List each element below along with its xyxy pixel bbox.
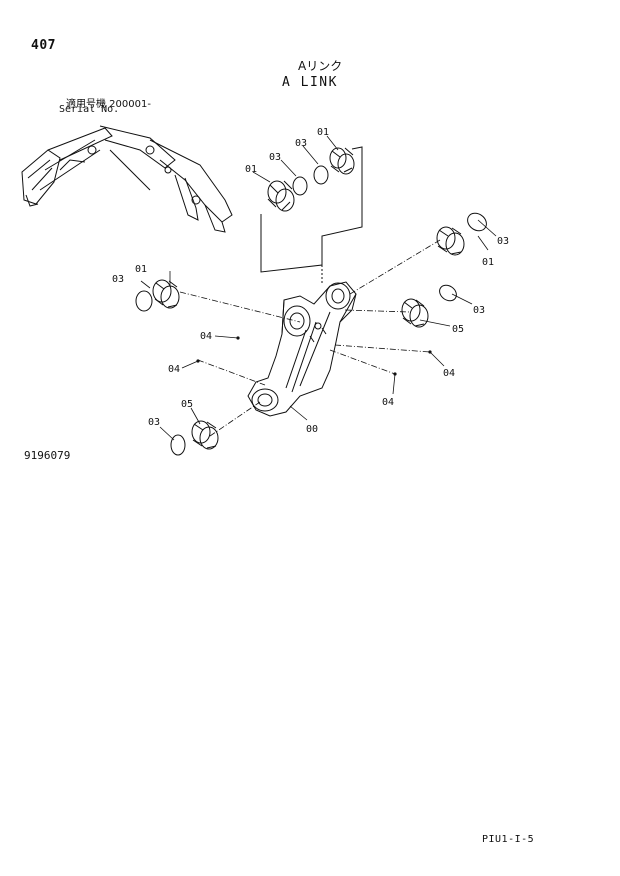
callout-03: 03 [148,417,160,428]
page-title: A LINK [282,75,338,90]
callout-03: 03 [269,152,281,163]
callout-03: 03 [473,305,485,316]
callout-01: 01 [135,264,147,275]
bushing-01-upper-right [329,147,355,175]
callout-01: 01 [317,127,329,138]
ring-03-upper-a [292,176,308,196]
ring-03-left-bottom [170,434,186,456]
bushing-01-upper-left [267,180,295,212]
callout-01: 01 [245,164,257,175]
callout-03: 03 [497,236,509,247]
drawing-number: 9196079 [24,449,71,462]
callout-04: 04 [443,368,455,379]
serial-label-japanese: 適用号機 200001- [66,99,151,110]
callout-03: 03 [112,274,124,285]
a-link-body [247,281,357,417]
callout-00: 00 [306,424,318,435]
ring-03-right-mid [439,284,457,302]
callout-05: 05 [452,324,464,335]
bushing-01-left [152,279,180,309]
callout-03: 03 [295,138,307,149]
ring-03-upper-b [313,165,329,185]
bushing-05-right [401,298,429,328]
ring-03-left-top [135,290,153,312]
callout-04: 04 [168,364,180,375]
page-number: 407 [31,38,56,53]
bushing-05-left [191,420,219,450]
page-code: PIU1-I-5 [482,834,535,845]
ring-03-right-top [467,212,487,232]
bushing-01-right [436,226,465,256]
part-group-bracket [260,146,363,273]
serial-label: Serial No. [59,104,120,115]
callout-01: 01 [482,257,494,268]
callout-04: 04 [382,397,394,408]
excavator-attachment-illustration [21,125,233,233]
callout-05: 05 [181,399,193,410]
callout-04: 04 [200,331,212,342]
page-title-japanese: Aリンク [298,59,343,73]
